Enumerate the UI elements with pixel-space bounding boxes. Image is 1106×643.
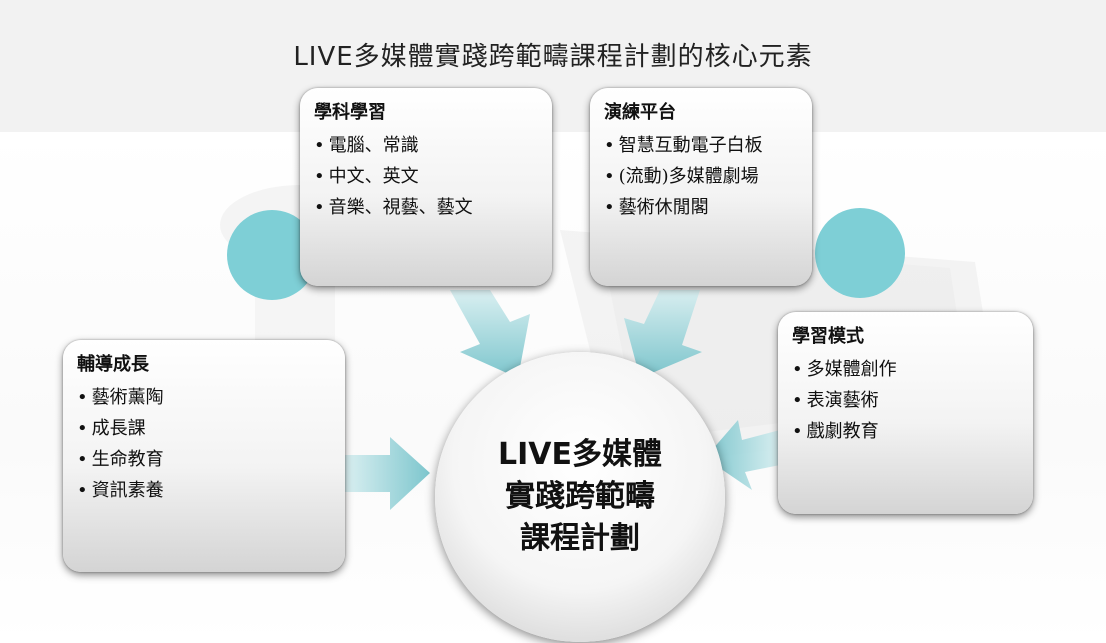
list-item: 成長課: [77, 413, 331, 444]
center-title: LIVE多媒體 實踐跨範疇 課程計劃: [470, 434, 690, 560]
list-item: 音樂、視藝、藝文: [314, 192, 538, 223]
box-heading: 輔導成長: [77, 354, 149, 375]
center-circle: LIVE多媒體 實踐跨範疇 課程計劃: [435, 352, 725, 642]
center-line: 實踐跨範疇: [505, 479, 655, 514]
center-line: 課程計劃: [520, 521, 640, 556]
list-item: 戲劇教育: [792, 416, 1019, 447]
teal-circle-left: [227, 210, 317, 300]
list-item: 藝術薰陶: [77, 382, 331, 413]
arrow-guidance-to-center: [345, 437, 430, 510]
box-heading: 學科學習: [314, 102, 386, 123]
arrow-mode-to-center: [705, 420, 780, 490]
list-item: (流動)多媒體劇場: [604, 161, 798, 192]
list-item: 電腦、常識: [314, 130, 538, 161]
list-item: 中文、英文: [314, 161, 538, 192]
list-item: 多媒體創作: [792, 354, 1019, 385]
box-heading: 學習模式: [792, 326, 864, 347]
center-line: LIVE多媒體: [498, 437, 662, 472]
list-item: 資訊素養: [77, 475, 331, 506]
box-practice-platform: 演練平台 智慧互動電子白板 (流動)多媒體劇場 藝術休閒閣: [590, 88, 812, 286]
box-guidance-growth: 輔導成長 藝術薰陶 成長課 生命教育 資訊素養: [63, 340, 345, 572]
list-item: 藝術休閒閣: [604, 192, 798, 223]
box-subject-learning: 學科學習 電腦、常識 中文、英文 音樂、視藝、藝文: [300, 88, 552, 286]
box-learning-mode: 學習模式 多媒體創作 表演藝術 戲劇教育: [778, 312, 1033, 514]
list-item: 表演藝術: [792, 385, 1019, 416]
title-band: [0, 0, 1106, 132]
arrow-subject-to-center: [450, 290, 530, 378]
list-item: 生命教育: [77, 444, 331, 475]
diagram-title: LIVE多媒體實踐跨範疇課程計劃的核心元素: [293, 42, 813, 72]
list-item: 智慧互動電子白板: [604, 130, 798, 161]
arrow-platform-to-center: [624, 290, 702, 378]
teal-circle-right: [815, 208, 905, 298]
box-heading: 演練平台: [604, 102, 676, 123]
